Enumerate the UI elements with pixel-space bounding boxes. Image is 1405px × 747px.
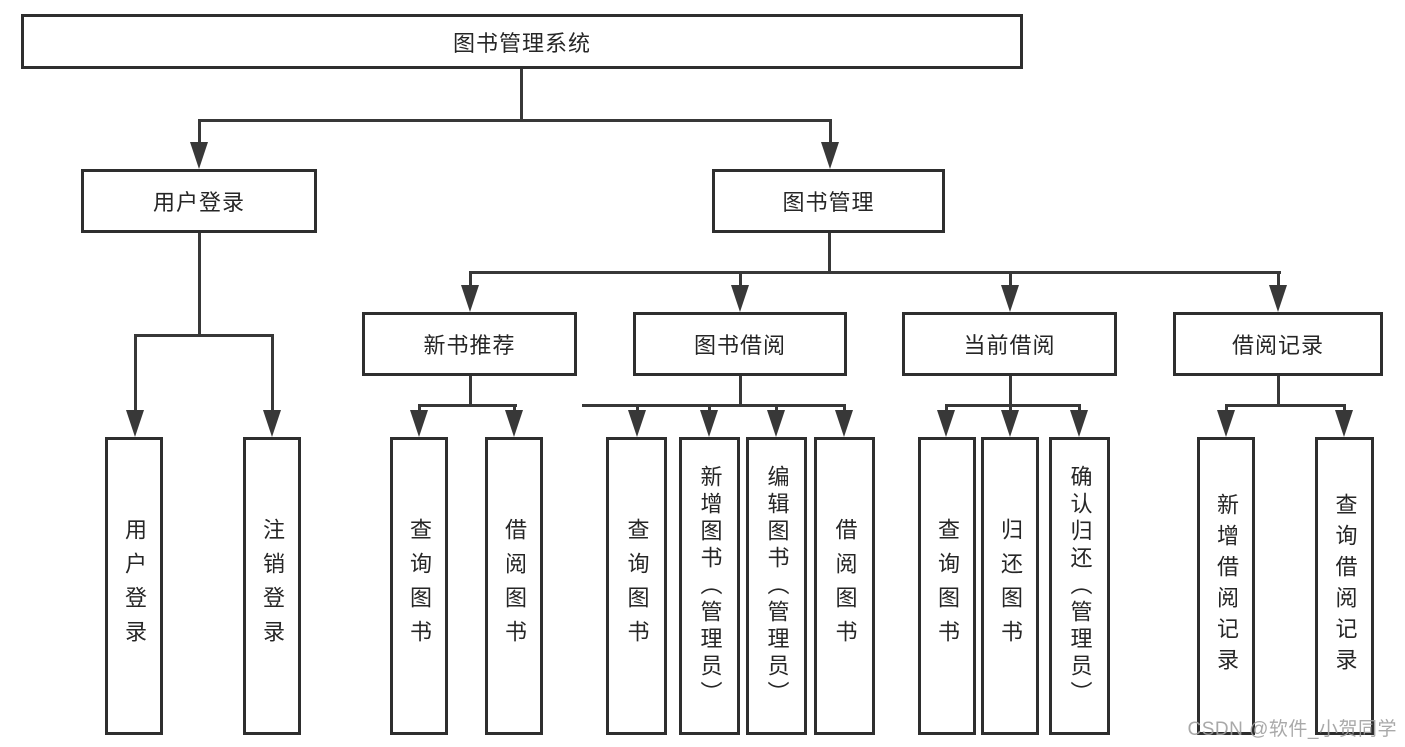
leaf-label: 新增借阅记录	[1214, 493, 1239, 679]
arrowhead-icon	[461, 285, 479, 312]
leaf-box-cb-confirm-return-admin: 确认归还（管理员）	[1049, 437, 1110, 735]
arrowhead-icon	[821, 142, 839, 169]
connector-line	[1009, 271, 1012, 287]
leaf-label: 归还图书	[998, 518, 1023, 654]
leaf-box-bb-query-books: 查询图书	[606, 437, 667, 735]
connector-line	[1009, 376, 1012, 407]
connector-line	[469, 376, 472, 407]
connector-line	[739, 271, 742, 287]
arrowhead-icon	[700, 410, 718, 437]
connector-line	[1277, 271, 1280, 287]
leaf-label: 查询图书	[407, 518, 432, 654]
connector-line	[134, 334, 274, 337]
connector-line	[945, 404, 948, 413]
connector-line	[828, 233, 831, 274]
node-box-borrow-records: 借阅记录	[1173, 312, 1383, 376]
connector-line	[1225, 404, 1346, 407]
connector-line	[708, 404, 711, 413]
arrowhead-icon	[937, 410, 955, 437]
connector-line	[1225, 404, 1228, 413]
leaf-box-bb-add-books-admin: 新增图书（管理员）	[679, 437, 740, 735]
leaf-box-user-login-action: 用户登录	[105, 437, 163, 735]
node-box-user-login: 用户登录	[81, 169, 317, 233]
connector-line	[843, 404, 846, 413]
node-label-current-borrow: 当前借阅	[963, 333, 1056, 358]
connector-line	[775, 404, 778, 413]
connector-line	[198, 233, 201, 337]
leaf-label: 编辑图书（管理员）	[764, 464, 790, 708]
connector-line	[134, 334, 137, 411]
leaf-box-bb-edit-books-admin: 编辑图书（管理员）	[746, 437, 807, 735]
arrowhead-icon	[1269, 285, 1287, 312]
leaf-label: 借阅图书	[502, 518, 527, 654]
connector-line	[520, 69, 523, 120]
node-label-borrow-records: 借阅记录	[1231, 333, 1324, 358]
connector-line	[469, 271, 1281, 274]
leaf-box-br-query-record: 查询借阅记录	[1315, 437, 1374, 735]
arrowhead-icon	[263, 410, 281, 437]
leaf-label: 借阅图书	[832, 518, 858, 654]
connector-line	[469, 271, 472, 287]
arrowhead-icon	[767, 410, 785, 437]
connector-line	[739, 376, 742, 407]
connector-line	[582, 404, 845, 407]
arrowhead-icon	[1335, 410, 1353, 437]
leaf-label: 确认归还（管理员）	[1067, 464, 1093, 708]
connector-line	[1343, 404, 1346, 413]
leaf-label: 查询图书	[935, 518, 960, 654]
node-label-root: 图书管理系统	[452, 30, 591, 56]
leaf-label: 注销登录	[260, 518, 285, 654]
node-label-book-borrow: 图书借阅	[693, 333, 786, 358]
connector-line	[636, 404, 639, 413]
leaf-box-logout: 注销登录	[243, 437, 301, 735]
leaf-box-nb-borrow-books: 借阅图书	[485, 437, 543, 735]
arrowhead-icon	[190, 142, 208, 169]
connector-line	[418, 404, 517, 407]
arrowhead-icon	[1001, 285, 1019, 312]
arrowhead-icon	[410, 410, 428, 437]
leaf-box-cb-query-books: 查询图书	[918, 437, 976, 735]
connector-line	[829, 119, 832, 144]
node-label-book-mgmt: 图书管理	[782, 190, 875, 215]
connector-line	[1277, 376, 1280, 407]
leaf-label: 查询图书	[624, 518, 650, 654]
connector-line	[513, 404, 516, 413]
connector-line	[198, 119, 832, 122]
node-box-root: 图书管理系统	[21, 14, 1023, 69]
node-box-new-book-rec: 新书推荐	[362, 312, 577, 376]
arrowhead-icon	[731, 285, 749, 312]
leaf-label: 查询借阅记录	[1332, 493, 1358, 679]
arrowhead-icon	[1217, 410, 1235, 437]
leaf-box-bb-borrow-books: 借阅图书	[814, 437, 875, 735]
connector-line	[1078, 404, 1081, 413]
leaf-box-br-add-record: 新增借阅记录	[1197, 437, 1255, 735]
arrowhead-icon	[628, 410, 646, 437]
arrowhead-icon	[835, 410, 853, 437]
csdn-watermark: CSDN @软件_小贺同学	[1187, 719, 1397, 740]
arrowhead-icon	[126, 410, 144, 437]
leaf-label: 用户登录	[122, 518, 147, 654]
arrowhead-icon	[1070, 410, 1088, 437]
node-box-current-borrow: 当前借阅	[902, 312, 1117, 376]
connector-line	[1009, 404, 1012, 413]
node-box-book-mgmt: 图书管理	[712, 169, 945, 233]
node-box-book-borrow: 图书借阅	[633, 312, 847, 376]
leaf-box-nb-query-books: 查询图书	[390, 437, 448, 735]
node-label-user-login: 用户登录	[152, 190, 245, 215]
connector-line	[198, 119, 201, 144]
node-label-new-book-rec: 新书推荐	[423, 333, 516, 358]
leaf-label: 新增图书（管理员）	[697, 464, 723, 708]
leaf-box-cb-return-books: 归还图书	[981, 437, 1039, 735]
connector-line	[418, 404, 421, 413]
arrowhead-icon	[505, 410, 523, 437]
connector-line	[945, 404, 1081, 407]
arrowhead-icon	[1001, 410, 1019, 437]
connector-line	[271, 334, 274, 411]
